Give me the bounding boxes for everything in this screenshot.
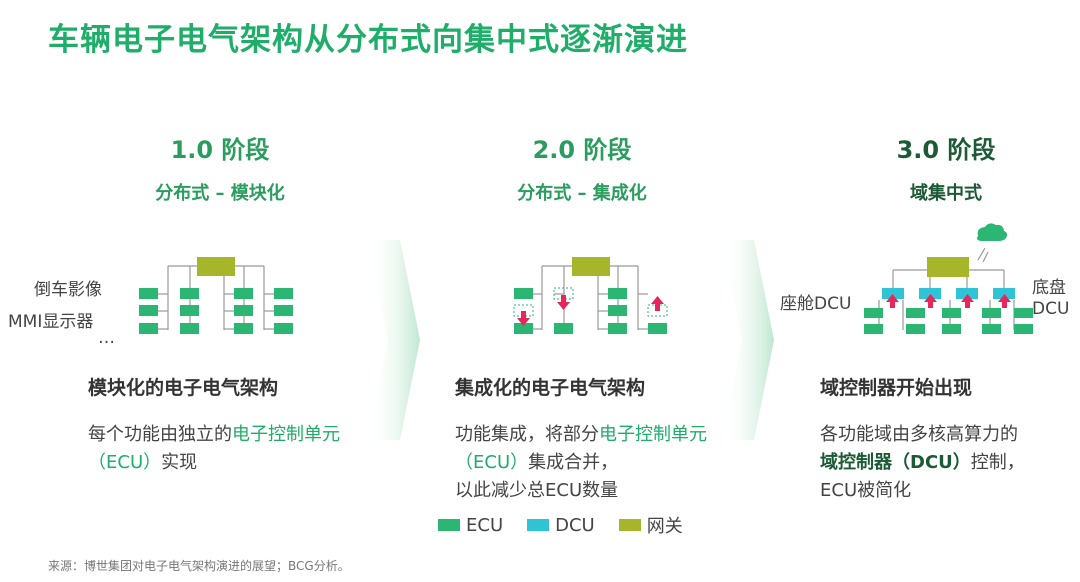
label-chassis-dcu: DCU (1032, 299, 1070, 319)
ecu-box (554, 323, 573, 334)
desc-text: ECU被简化 (820, 480, 912, 501)
ecu-box (982, 324, 1001, 334)
merge-arrows (517, 295, 664, 326)
stage-3-description: 各功能域由多核高算力的域控制器（DCU）控制， ECU被简化 (820, 421, 1080, 505)
ecu-box (234, 323, 253, 334)
stage-1-number: 1.0 阶段 (170, 136, 270, 164)
page-title: 车辆电子电气架构从分布式向集中式逐渐演进 (48, 22, 688, 58)
ecu-box (234, 305, 253, 316)
ecu-box (180, 305, 199, 316)
ecu-box (180, 288, 199, 299)
merged-ecu-placeholders (513, 287, 668, 317)
ecu-box (139, 305, 158, 316)
ecu-group-stage-2 (514, 288, 667, 334)
legend-item-ecu: ECU (438, 515, 503, 536)
desc-text: 每个功能由独立的 (88, 424, 232, 445)
gateway-box (197, 257, 235, 276)
dcu-group (882, 288, 1015, 299)
ecu-box (906, 308, 925, 318)
gateway-box (927, 257, 969, 277)
source-note: 来源：博世集团对电子电气架构演进的展望；BCG分析。 (48, 559, 350, 573)
legend-swatch-gateway (618, 519, 641, 531)
stage-2-heading: 集成化的电子电气架构 (455, 377, 646, 399)
legend-swatch-ecu (438, 519, 460, 531)
ecu-box (514, 288, 533, 299)
stage-2-header: 2.0 阶段 分布式 – 集成化 (462, 130, 702, 205)
ecu-box (514, 323, 533, 334)
ecu-box (608, 323, 627, 334)
label-ellipsis: … (98, 328, 115, 348)
stage-1-heading: 模块化的电子电气架构 (88, 377, 279, 399)
ecu-box (1014, 308, 1033, 318)
ecu-box (864, 324, 883, 334)
ecu-box (274, 305, 293, 316)
dcu-box (919, 288, 941, 299)
ecu-group-stage-1 (139, 288, 293, 334)
stage-3-subtitle: 域集中式 (910, 183, 982, 204)
stage-1-description: 每个功能由独立的电子控制单元（ECU）实现 (88, 421, 348, 477)
ecu-box (234, 288, 253, 299)
stage-3-number: 3.0 阶段 (896, 136, 996, 164)
ecu-box (942, 308, 961, 318)
ecu-box (139, 323, 158, 334)
ecu-box (1014, 324, 1033, 334)
stage-3-header: 3.0 阶段 域集中式 (826, 130, 1066, 205)
dcu-box (993, 288, 1015, 299)
merged-ecu-dashed (513, 304, 534, 317)
desc-text: 实现 (161, 452, 198, 473)
ecu-group-stage-3 (864, 308, 1033, 334)
stage-2-description: 功能集成，将部分电子控制单元（ECU）集成合并， 以此减少总ECU数量 (455, 421, 715, 505)
desc-text: 集成合并， (528, 452, 619, 473)
label-chassis: 底盘 (1032, 278, 1066, 298)
dcu-box (882, 288, 904, 299)
legend-label-gateway: 网关 (646, 516, 683, 537)
ecu-box (864, 308, 883, 318)
label-rear-camera: 倒车影像 (34, 280, 102, 300)
ecu-box (942, 324, 961, 334)
desc-highlight: 电子控制单元（ECU） (88, 424, 340, 473)
diagram-stage-1 (158, 265, 274, 330)
ecu-box (180, 323, 199, 334)
ecu-box (274, 323, 293, 334)
legend-label-dcu: DCU (555, 514, 595, 536)
ecu-box (648, 323, 667, 334)
stage-1-header: 1.0 阶段 分布式 – 模块化 (100, 130, 340, 205)
desc-text: 控制， (970, 452, 1025, 473)
desc-text: 功能集成，将部分 (455, 424, 599, 445)
cloud-icon (977, 223, 1008, 241)
dcu-box (956, 288, 978, 299)
ecu-box (608, 305, 627, 316)
legend-item-gateway: 网关 (618, 512, 683, 538)
label-cockpit-dcu: 座舱DCU (780, 294, 852, 314)
stage-1-subtitle: 分布式 – 模块化 (155, 183, 285, 204)
desc-highlight: 电子控制单元（ECU） (455, 424, 707, 473)
legend-item-dcu: DCU (527, 515, 595, 536)
legend-swatch-dcu (527, 519, 550, 531)
stage-3-heading: 域控制器开始出现 (820, 377, 973, 399)
legend: ECU DCU 网关 (438, 512, 707, 538)
gateway-box (572, 257, 610, 276)
ecu-box (608, 288, 627, 299)
ecu-box (139, 288, 158, 299)
desc-text: 各功能域由多核高算力的 (820, 424, 1018, 445)
legend-label-ecu: ECU (466, 514, 504, 536)
ecu-box (906, 324, 925, 334)
upgrade-arrows (886, 294, 1011, 308)
desc-text: 以此减少总ECU数量 (455, 480, 619, 501)
label-mmi-display: MMI显示器 (8, 312, 94, 332)
ecu-box (982, 308, 1001, 318)
chevron-arrow-2 (722, 240, 774, 440)
stage-2-number: 2.0 阶段 (532, 136, 632, 164)
ecu-box (274, 288, 293, 299)
stage-2-subtitle: 分布式 – 集成化 (517, 183, 647, 204)
desc-highlight: 域控制器（DCU） (820, 452, 971, 473)
chevron-arrow-1 (368, 240, 420, 440)
merged-ecu-dashed (553, 287, 574, 300)
